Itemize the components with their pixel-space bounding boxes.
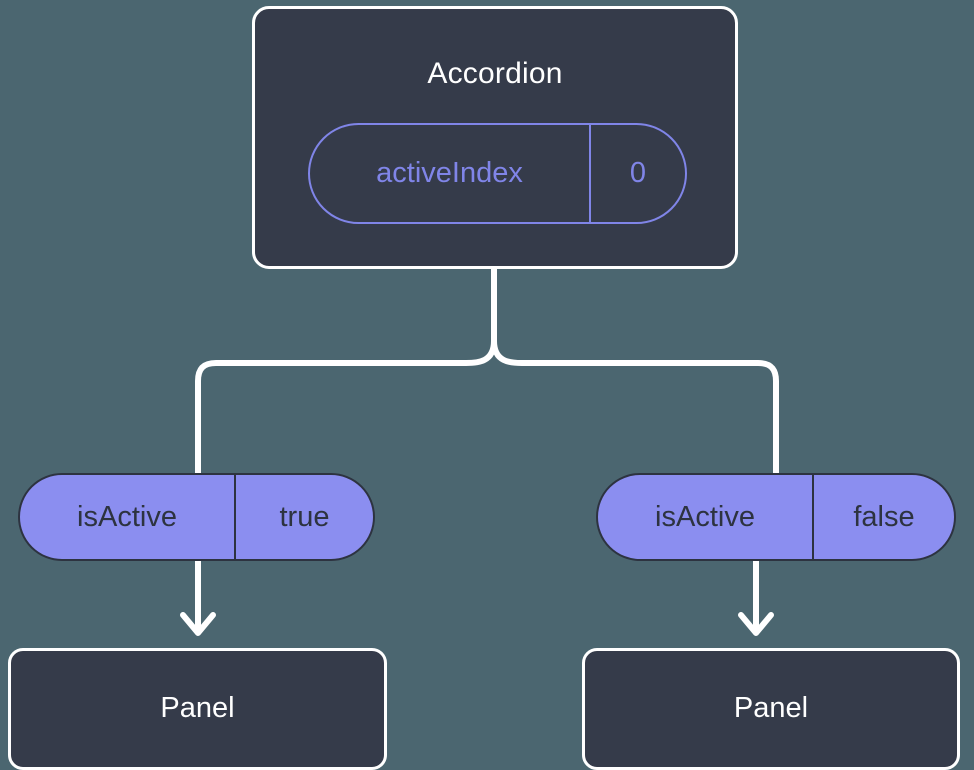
prop-pill-key: isActive — [598, 475, 814, 559]
node-accordion[interactable]: Accordion activeIndex 0 — [252, 6, 738, 269]
prop-pill-key: isActive — [20, 475, 236, 559]
panel-right-label: Panel — [733, 692, 809, 724]
connector-fork-right — [491, 338, 779, 476]
prop-pill-isactive-false[interactable]: isActive false — [596, 473, 956, 561]
arrow-left — [180, 558, 216, 636]
node-panel-right[interactable]: Panel — [582, 648, 960, 770]
prop-pill-value: true — [279, 500, 330, 533]
prop-pill-isactive-true[interactable]: isActive true — [18, 473, 375, 561]
arrow-right — [738, 558, 774, 636]
prop-pill-value: false — [853, 500, 915, 533]
panel-left-label: Panel — [160, 692, 235, 724]
connector-fork-left — [195, 338, 497, 476]
state-pill-key: activeIndex — [310, 125, 591, 222]
state-pill-activeindex[interactable]: activeIndex 0 — [308, 123, 687, 224]
state-pill-value: 0 — [629, 157, 647, 189]
accordion-title: Accordion — [427, 57, 563, 90]
node-panel-left[interactable]: Panel — [8, 648, 387, 770]
